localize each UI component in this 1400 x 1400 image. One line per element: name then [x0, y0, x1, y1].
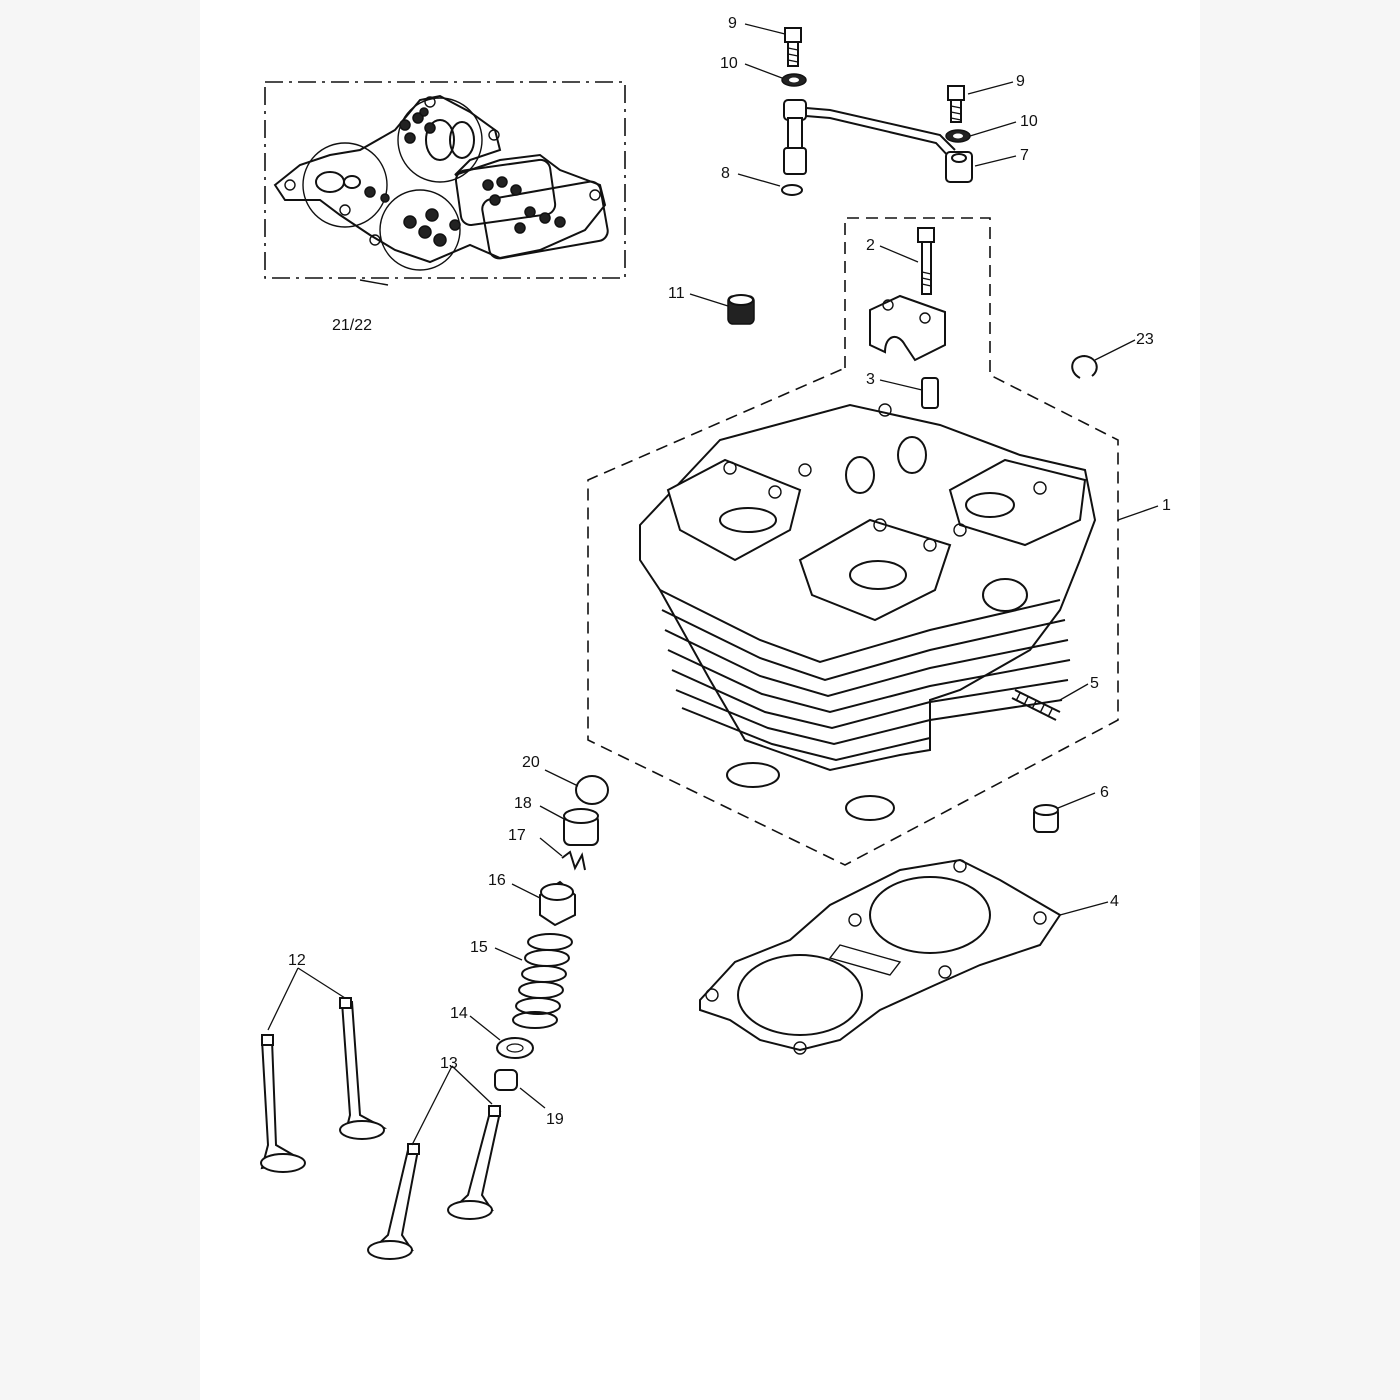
gasket-bore-left: [302, 142, 388, 228]
camshaft-cap: [869, 294, 946, 362]
cylinder-head-box: [587, 217, 1119, 866]
callout-10a: 10: [720, 55, 738, 72]
callout-13: 13: [440, 1055, 458, 1072]
dowel-3: [921, 377, 939, 409]
callout-23: 23: [1136, 331, 1154, 348]
exhaust-valve-a: [369, 1149, 420, 1251]
callout-18: 18: [514, 795, 532, 812]
gasket-kit-box: [264, 81, 626, 279]
cylinder-head-group: [587, 217, 1119, 866]
callout-3: 3: [866, 371, 875, 388]
exhaust-seal-right: [845, 795, 895, 821]
oil-feed-pipe-group: [781, 27, 973, 196]
callout-labels: 9 10 8 9 10 7 2 3 11 23 1 5 6 4 20 18 17…: [288, 15, 1171, 1128]
valves: [260, 997, 502, 1260]
callout-10b: 10: [1020, 113, 1038, 130]
callout-2: 2: [866, 237, 875, 254]
callout-21-22: 21/22: [332, 317, 372, 334]
callout-17: 17: [508, 827, 526, 844]
exhaust-seal-left: [726, 762, 780, 788]
banjo-bolt-top: [784, 27, 802, 43]
callout-14: 14: [450, 1005, 468, 1022]
cooling-fins: [659, 589, 1071, 762]
banjo-bolt-right: [947, 85, 965, 101]
small-parts: [727, 294, 1098, 833]
gasket-bore-b: [737, 954, 863, 1036]
callout-20: 20: [522, 754, 540, 771]
callout-11: 11: [668, 285, 685, 302]
callout-1: 1: [1162, 497, 1171, 514]
valve-spring-15: [512, 933, 573, 1029]
callout-7: 7: [1020, 147, 1029, 164]
exhaust-valve-b: [449, 1111, 502, 1211]
callout-16: 16: [488, 872, 506, 889]
gasket-kit-group: [264, 81, 626, 286]
rocker-cover-gasket: [454, 158, 557, 226]
o-ring: [781, 184, 803, 196]
head-bolt-2: [917, 227, 935, 243]
callout-12: 12: [288, 952, 306, 969]
inlet-valve-b: [340, 1001, 387, 1137]
oil-pipe-banjo: [945, 151, 973, 183]
callout-5: 5: [1090, 675, 1099, 692]
callout-8: 8: [721, 165, 730, 182]
callout-6: 6: [1100, 784, 1109, 801]
oil-feed-union: [783, 147, 807, 175]
valve-stem-seal-19: [494, 1069, 518, 1091]
leader-lines: [267, 23, 1159, 1146]
gasket-bore-right: [397, 97, 483, 183]
shim-20: [575, 775, 609, 805]
gasket-bore-a: [869, 876, 991, 954]
circlip-23: [1071, 355, 1098, 379]
callout-9a: 9: [728, 15, 737, 32]
cylinder-base-gasket: [699, 858, 1062, 1052]
valve-spring-assembly: [494, 775, 609, 1091]
callout-15: 15: [470, 939, 488, 956]
callout-19: 19: [546, 1111, 564, 1128]
callout-4: 4: [1110, 893, 1119, 910]
collet-17: [561, 850, 586, 871]
inlet-valve-a: [260, 1039, 305, 1170]
gasket-bore-lower: [379, 189, 461, 271]
callout-9b: 9: [1016, 73, 1025, 90]
base-gasket-group: [699, 858, 1062, 1055]
